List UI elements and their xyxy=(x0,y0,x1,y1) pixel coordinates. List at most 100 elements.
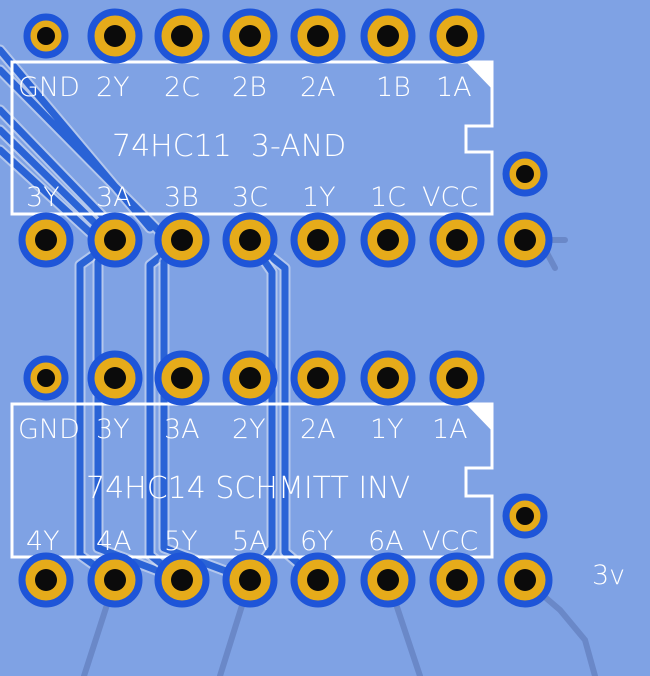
chip2-top-pin-label: 3A xyxy=(164,414,200,445)
chip1-bottom-pin-label: VCC xyxy=(422,182,478,213)
chip2-bottom-pin-label: 4A xyxy=(96,526,132,557)
pad-hole xyxy=(104,569,126,591)
chip-74hc14-labels: GND 3Y 3A 2Y 2A 1Y 1A 74HC14 SCHMITT INV… xyxy=(18,414,478,557)
chip1-bottom-pin-label: 3C xyxy=(232,182,268,213)
chip2-bottom-pin-label: 5A xyxy=(232,526,268,557)
chip2-top-pin-label: 2A xyxy=(300,414,336,445)
chip1-top-pin-label: GND xyxy=(18,72,80,103)
pad-hole xyxy=(104,25,126,47)
chip-74hc11-labels: GND 2Y 2C 2B 2A 1B 1A 74HC11 3-AND 3Y 3A… xyxy=(18,72,478,213)
pad xyxy=(429,8,485,64)
pad xyxy=(154,350,210,406)
pad-hole xyxy=(239,569,261,591)
pad xyxy=(222,552,278,608)
pad xyxy=(222,8,278,64)
pad xyxy=(87,212,143,268)
pad-hole xyxy=(307,25,329,47)
pad xyxy=(290,552,346,608)
pad xyxy=(154,212,210,268)
chip1-bottom-pin-label: 3B xyxy=(164,182,199,213)
pad xyxy=(497,552,553,608)
pad-hole xyxy=(239,25,261,47)
pad xyxy=(154,552,210,608)
pad-hole xyxy=(37,27,55,45)
chip2-bottom-pin-label: 5Y xyxy=(164,526,198,557)
pad xyxy=(290,212,346,268)
pad xyxy=(360,350,416,406)
pad xyxy=(290,8,346,64)
chip2-top-pin-label: 1Y xyxy=(370,414,404,445)
pad xyxy=(18,552,74,608)
pad xyxy=(360,8,416,64)
pad-hole xyxy=(307,367,329,389)
pad-hole xyxy=(377,229,399,251)
pad xyxy=(360,552,416,608)
chip2-name: 74HC14 SCHMITT INV xyxy=(86,471,410,506)
pad-hole xyxy=(377,367,399,389)
chip1-top-pin-label: 2C xyxy=(164,72,200,103)
chip2-top-pin-label: 2Y xyxy=(232,414,266,445)
chip2-bottom-pin-label: 6Y xyxy=(300,526,334,557)
pad xyxy=(154,8,210,64)
net-label-3v: 3v xyxy=(592,560,625,591)
pad-hole xyxy=(104,367,126,389)
pad-hole xyxy=(307,569,329,591)
pad-hole xyxy=(35,569,57,591)
chip1-top-pin-label: 1B xyxy=(376,72,411,103)
pad xyxy=(222,350,278,406)
pad-hole xyxy=(446,569,468,591)
chip1-top-pin-label: 2Y xyxy=(96,72,130,103)
pads xyxy=(18,8,553,608)
pad-hole xyxy=(171,25,193,47)
pad xyxy=(18,212,74,268)
chip2-top-pin-label: 1A xyxy=(432,414,468,445)
pad-hole xyxy=(516,165,534,183)
pad-hole xyxy=(239,367,261,389)
pad-hole xyxy=(37,369,55,387)
chip2-bottom-pin-label: VCC xyxy=(422,526,478,557)
pad xyxy=(502,151,548,197)
pad-hole xyxy=(514,569,536,591)
chip1-bottom-pin-label: 3A xyxy=(96,182,132,213)
pad-hole xyxy=(239,229,261,251)
pad-hole xyxy=(377,25,399,47)
chip-74hc11-outline xyxy=(10,60,494,216)
pad xyxy=(502,493,548,539)
pad-hole xyxy=(171,367,193,389)
pad xyxy=(222,212,278,268)
pad xyxy=(360,212,416,268)
diagonal-traces xyxy=(0,46,164,242)
pad-hole xyxy=(35,229,57,251)
pad-hole xyxy=(307,229,329,251)
chip1-bottom-pin-label: 3Y xyxy=(26,182,60,213)
pad-hole xyxy=(104,229,126,251)
pad xyxy=(23,13,69,59)
chip1-top-pin-label: 2B xyxy=(232,72,267,103)
pad xyxy=(87,552,143,608)
pad xyxy=(87,350,143,406)
chip2-bottom-pin-label: 4Y xyxy=(26,526,60,557)
pad xyxy=(497,212,553,268)
pad-hole xyxy=(516,507,534,525)
chip1-bottom-pin-label: 1C xyxy=(370,182,406,213)
pad-hole xyxy=(377,569,399,591)
chip1-top-pin-label: 2A xyxy=(300,72,336,103)
pad xyxy=(429,212,485,268)
pad-hole xyxy=(171,569,193,591)
chip2-bottom-pin-label: 6A xyxy=(368,526,404,557)
chip1-bottom-pin-label: 1Y xyxy=(302,182,336,213)
chip2-top-pin-label: GND xyxy=(18,414,80,445)
pad xyxy=(23,355,69,401)
chip2-top-pin-label: 3Y xyxy=(96,414,130,445)
pad xyxy=(87,8,143,64)
pad-hole xyxy=(446,229,468,251)
pad-hole xyxy=(171,229,193,251)
pad-hole xyxy=(446,25,468,47)
pad xyxy=(429,350,485,406)
pad xyxy=(429,552,485,608)
chip1-top-pin-label: 1A xyxy=(436,72,472,103)
pad-hole xyxy=(514,229,536,251)
chip1-name: 74HC11 3-AND xyxy=(112,129,346,164)
pad xyxy=(290,350,346,406)
